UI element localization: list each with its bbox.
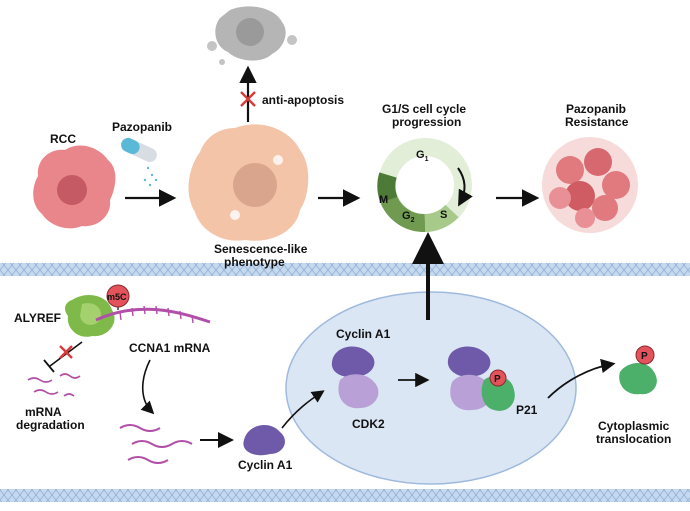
pazopanib-label: Pazopanib bbox=[112, 120, 172, 134]
arrow-import-nucleus bbox=[281, 390, 325, 429]
rcc-label: RCC bbox=[50, 132, 76, 146]
anti-apoptosis-label: anti-apoptosis bbox=[262, 93, 344, 107]
phospho-cyto-label: P bbox=[641, 351, 648, 362]
stable-mrna-strands bbox=[119, 424, 193, 464]
resistance-label-line2: Resistance bbox=[565, 115, 629, 129]
cytoplasmic-label-line1: Cytoplasmic bbox=[598, 419, 670, 433]
cdk2-label: CDK2 bbox=[352, 417, 385, 431]
resistant-cell-cluster bbox=[542, 137, 638, 233]
inhibition-line bbox=[49, 341, 83, 367]
block-x-icon bbox=[240, 91, 256, 107]
arrow-cytoplasmic-export bbox=[547, 358, 616, 399]
cyclin-cdk2-p21-complex bbox=[447, 346, 515, 411]
phase-m-label: M bbox=[379, 194, 388, 206]
resistance-label-line1: Pazopanib bbox=[566, 102, 626, 116]
phospho-badge-nucleus bbox=[489, 369, 507, 387]
cell-cycle-label-line2: progression bbox=[392, 115, 461, 129]
cell-cycle-ring bbox=[377, 138, 472, 232]
m5c-label: m5C bbox=[107, 292, 127, 302]
lower-cell-membrane bbox=[0, 489, 690, 502]
cyclin-a1-protein-cytoplasm bbox=[243, 425, 285, 456]
inhibition-bar bbox=[43, 359, 55, 373]
senescent-cell bbox=[188, 124, 309, 241]
senescence-label-line1: Senescence-like bbox=[214, 242, 308, 256]
mrna-degradation-label-line2: degradation bbox=[16, 418, 85, 432]
phospho-nucleus-label: P bbox=[494, 374, 501, 385]
phase-g2-label: G2 bbox=[402, 210, 415, 224]
rcc-cell bbox=[33, 145, 116, 229]
cycle-direction-arrow bbox=[457, 167, 473, 207]
ccna1-mrna-strand bbox=[95, 307, 211, 324]
cytoplasmic-label-line2: translocation bbox=[596, 432, 671, 446]
nucleus bbox=[285, 291, 577, 485]
phase-s-label: S bbox=[440, 209, 447, 221]
degradation-block-x-icon bbox=[59, 345, 73, 359]
alyref-label: ALYREF bbox=[14, 311, 61, 325]
p21-label: P21 bbox=[516, 403, 538, 417]
upper-cell-membrane bbox=[0, 263, 690, 276]
phospho-badge-cytoplasm bbox=[635, 345, 655, 365]
cyclin-a1-nucleus-label: Cyclin A1 bbox=[336, 327, 391, 341]
cyclin-a1-bottom-label: Cyclin A1 bbox=[238, 458, 293, 472]
senescence-label-line2: phenotype bbox=[224, 255, 285, 269]
pazopanib-pill-icon bbox=[121, 137, 158, 187]
p21-protein-cytoplasm bbox=[619, 363, 657, 395]
mrna-bases bbox=[119, 305, 194, 324]
cyclin-a1-protein-nucleus bbox=[331, 346, 375, 378]
cell-cycle-label-line1: G1/S cell cycle bbox=[382, 102, 466, 116]
arrow-mrna-stabilization bbox=[140, 359, 155, 415]
mrna-degradation-label-line1: mRNA bbox=[25, 405, 62, 419]
cdk2-protein bbox=[338, 374, 379, 409]
apoptotic-cell bbox=[207, 6, 297, 65]
phase-g1-label: G1 bbox=[416, 149, 429, 163]
degraded-mrna-fragments bbox=[27, 373, 81, 397]
m5c-modification bbox=[106, 284, 130, 310]
ccna1-mrna-label: CCNA1 mRNA bbox=[129, 341, 211, 355]
